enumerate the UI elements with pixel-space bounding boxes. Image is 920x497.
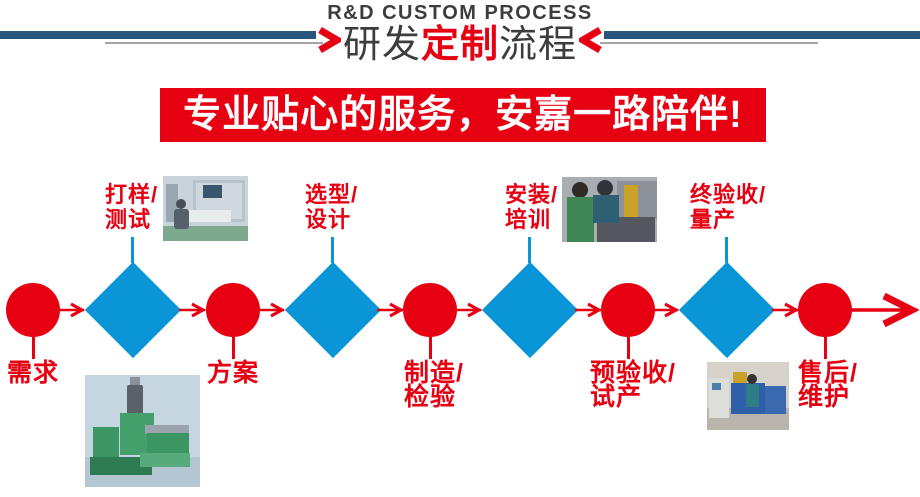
stem-manufacture-inspection	[429, 337, 432, 359]
stem-install-training	[528, 237, 531, 263]
flow-arrow	[258, 302, 285, 318]
title-zh: 研发定制流程	[0, 24, 920, 66]
flow-arrow	[58, 302, 85, 318]
flow-label-final-acceptance: 终验收/ 量产	[690, 182, 767, 232]
flow-label-pre-acceptance: 预验收/ 试产	[590, 359, 676, 411]
flow-arrow	[772, 302, 799, 318]
flow-label-after-sales: 售后/ 维护	[798, 359, 858, 411]
flow-node-pre-acceptance	[601, 283, 655, 337]
chevron-left-icon	[579, 26, 602, 54]
flow-arrow	[455, 302, 482, 318]
flow-label-demand: 需求	[7, 359, 60, 387]
flow-arrow	[575, 302, 602, 318]
stem-pre-acceptance	[627, 337, 630, 359]
stem-final-acceptance	[725, 237, 728, 263]
flow-arrow	[179, 302, 206, 318]
installation-training-photo	[562, 177, 657, 242]
flow-node-after-sales	[798, 283, 852, 337]
flow-node-demand	[6, 283, 60, 337]
flow-arrow	[377, 302, 404, 318]
title-zh-pre: 研发	[342, 24, 421, 66]
chevron-right-icon	[318, 26, 341, 54]
after-sales-factory-photo	[707, 362, 789, 430]
flow-arrow	[652, 302, 679, 318]
flow-node-final-acceptance	[678, 261, 776, 359]
flow-node-solution	[206, 283, 260, 337]
flow-label-sample-test: 打样/ 测试	[105, 182, 159, 232]
stem-demand	[32, 337, 35, 359]
final-arrow-icon	[851, 292, 919, 328]
stem-solution	[232, 337, 235, 359]
flow-label-selection-design: 选型/ 设计	[305, 182, 359, 232]
banner: 专业贴心的服务，安嘉一路陪伴!	[160, 88, 766, 142]
title-en: R&D CUSTOM PROCESS	[327, 2, 593, 24]
header-left-thin-rule	[105, 42, 323, 44]
welding-machine-photo	[85, 375, 200, 487]
header-right-rule	[604, 31, 920, 39]
title-zh-post: 流程	[499, 24, 578, 66]
flow-label-manufacture-inspection: 制造/ 检验	[404, 359, 464, 411]
title-zh-highlight: 定制	[420, 24, 499, 66]
stem-sample-test	[131, 237, 134, 263]
stem-selection-design	[331, 237, 334, 263]
flow-node-selection-design	[284, 261, 382, 359]
header-left-rule	[0, 31, 316, 39]
flow-node-install-training	[481, 261, 579, 359]
stem-after-sales	[824, 337, 827, 359]
flow-label-solution: 方案	[207, 359, 260, 387]
sampling-test-photo	[163, 176, 248, 241]
flow-node-manufacture-inspection	[403, 283, 457, 337]
header-right-thin-rule	[600, 42, 818, 44]
banner-text: 专业贴心的服务，安嘉一路陪伴!	[183, 94, 743, 136]
flow-label-install-training: 安装/ 培训	[505, 182, 559, 232]
flow-node-sample-test	[84, 261, 182, 359]
